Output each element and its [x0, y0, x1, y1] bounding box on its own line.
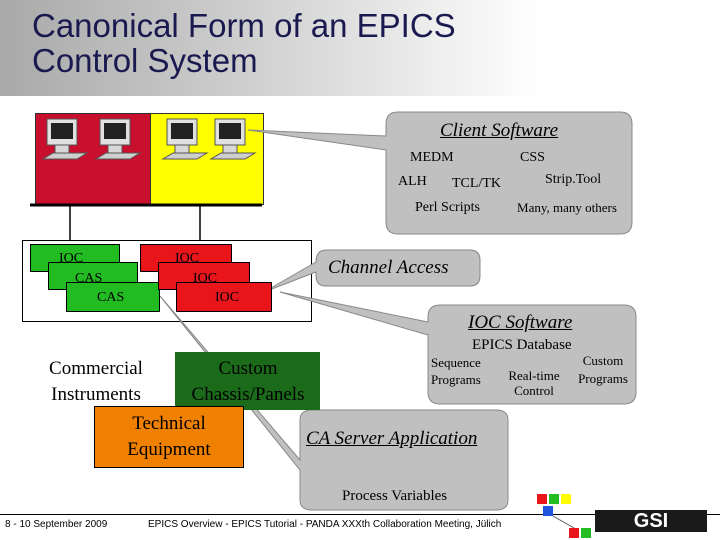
ca-server-callout	[159, 295, 509, 511]
client-software-callout	[247, 111, 633, 235]
computer-icon	[209, 118, 257, 160]
technical-equipment-label: Technical Equipment	[127, 413, 211, 460]
ioc-software-heading: IOC Software	[468, 312, 573, 333]
commercial-instruments-label: Commercial Instruments	[49, 358, 143, 405]
custom-chassis-box	[175, 352, 320, 410]
client-item-striptool: Strip.Tool	[545, 172, 602, 187]
gsi-logo: GSI	[537, 494, 707, 538]
footer-rule	[0, 514, 720, 515]
ioc-left-3: CAS	[66, 282, 160, 312]
client-item-css: CSS	[520, 150, 545, 165]
computer-icon	[41, 118, 89, 160]
realtime-control-label: Real-time Control	[508, 368, 560, 398]
computer-icon	[94, 118, 142, 160]
channel-access-callout	[263, 249, 481, 293]
client-item-perl: Perl Scripts	[415, 200, 480, 215]
footer-meeting: EPICS Overview - EPICS Tutorial - PANDA …	[148, 519, 502, 530]
ioc-software-callout	[279, 291, 637, 405]
client-software-heading: Client Software	[440, 120, 559, 141]
footer-date: 8 - 10 September 2009	[5, 519, 108, 530]
technical-equipment-box	[94, 406, 244, 468]
gsi-logo-text: GSI	[634, 510, 668, 532]
page-title: Canonical Form of an EPICS Control Syste…	[32, 7, 456, 79]
epics-database-label: EPICS Database	[472, 337, 572, 353]
custom-chassis-label: Custom Chassis/Panels	[191, 358, 305, 405]
client-item-many: Many, many others	[517, 200, 617, 215]
client-item-tcltk: TCL/TK	[452, 176, 501, 191]
ca-server-heading: CA Server Application	[306, 428, 478, 449]
client-item-alh: ALH	[398, 174, 427, 189]
computer-icons	[41, 118, 257, 160]
custom-programs-label: Custom Programs	[578, 353, 628, 386]
title-band	[0, 0, 720, 96]
channel-access-label: Channel Access	[328, 257, 449, 278]
process-variables-label: Process Variables	[342, 488, 448, 504]
ioc-right-3: IOC	[176, 282, 272, 312]
client-item-medm: MEDM	[410, 150, 454, 165]
computer-icon	[161, 118, 209, 160]
sequence-programs-label: Sequence Programs	[431, 355, 481, 387]
